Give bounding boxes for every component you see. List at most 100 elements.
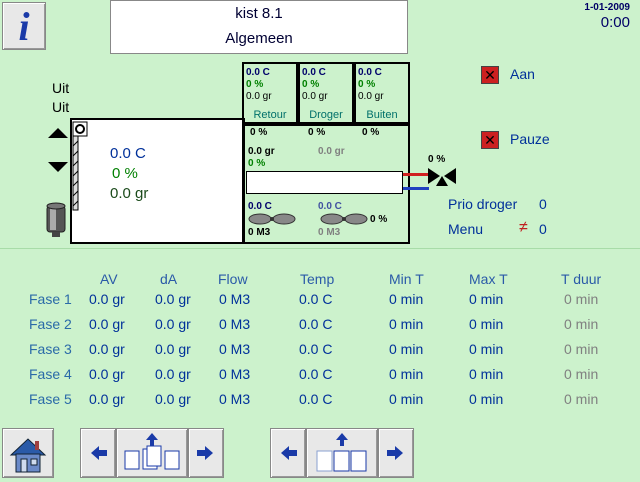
arrow-left-icon bbox=[281, 446, 297, 460]
cell-temp[interactable]: 0.0 C bbox=[299, 341, 333, 357]
cell-da[interactable]: 0.0 gr bbox=[155, 291, 191, 307]
sensor-droger-percent: 0 % bbox=[302, 79, 320, 90]
cell-da[interactable]: 0.0 gr bbox=[155, 341, 191, 357]
prev-page-button[interactable] bbox=[270, 428, 306, 478]
cell-max-t[interactable]: 0 min bbox=[469, 291, 504, 307]
kist-overview-button[interactable] bbox=[116, 428, 188, 478]
heater-element bbox=[246, 171, 403, 194]
page-overview-button[interactable] bbox=[306, 428, 378, 478]
stacked-pages-icon bbox=[124, 433, 180, 470]
cell-da[interactable]: 0.0 gr bbox=[155, 316, 191, 332]
col-header-min-t: Min T bbox=[389, 271, 424, 287]
sensor-retour-temp: 0.0 C bbox=[246, 67, 270, 78]
hot-pipe bbox=[403, 173, 429, 176]
aan-label: Aan bbox=[510, 66, 535, 82]
down-arrow-icon[interactable] bbox=[48, 160, 68, 174]
info-icon: i bbox=[18, 3, 30, 49]
cell-flow[interactable]: 0 M3 bbox=[219, 316, 251, 332]
cold-pipe bbox=[403, 187, 429, 190]
cell-min-t[interactable]: 0 min bbox=[389, 341, 424, 357]
row-label: Fase 3 bbox=[29, 341, 72, 357]
sensor-retour-label: Retour bbox=[253, 109, 287, 121]
cell-min-t[interactable]: 0 min bbox=[389, 366, 424, 382]
sensor-buiten-label: Buiten bbox=[366, 109, 398, 121]
silo-gr: 0.0 gr bbox=[110, 185, 149, 202]
prio-droger-value[interactable]: 0 bbox=[539, 196, 547, 212]
mid-pct-2: 0 % bbox=[308, 127, 326, 138]
cell-av[interactable]: 0.0 gr bbox=[89, 291, 125, 307]
arrow-left-icon bbox=[91, 446, 107, 460]
cell-av[interactable]: 0.0 gr bbox=[89, 341, 125, 357]
silo-box bbox=[70, 118, 245, 244]
cell-temp[interactable]: 0.0 C bbox=[299, 366, 333, 382]
title-line1: kist 8.1 bbox=[235, 5, 283, 22]
home-icon bbox=[9, 438, 47, 473]
up-arrow-icon[interactable] bbox=[48, 126, 68, 140]
cell-da[interactable]: 0.0 gr bbox=[155, 391, 191, 407]
divider bbox=[0, 248, 640, 249]
fan2-m3: 0 M3 bbox=[318, 227, 341, 238]
info-button[interactable]: i bbox=[2, 2, 46, 50]
valve-icon[interactable] bbox=[428, 164, 458, 188]
home-button[interactable] bbox=[2, 428, 54, 478]
cell-flow[interactable]: 0 M3 bbox=[219, 341, 251, 357]
row-label: Fase 5 bbox=[29, 391, 72, 407]
arrow-right-icon bbox=[387, 446, 403, 460]
row-label: Fase 2 bbox=[29, 316, 72, 332]
silo-readouts: 0.0 C 0 % 0.0 gr bbox=[110, 144, 210, 204]
aan-checkbox[interactable]: ✕ bbox=[481, 66, 499, 84]
mid-gr-left: 0.0 gr bbox=[248, 146, 275, 157]
pauze-label: Pauze bbox=[510, 131, 550, 147]
cell-flow[interactable]: 0 M3 bbox=[219, 391, 251, 407]
col-header-temp: Temp bbox=[300, 271, 335, 287]
cell-t-duur: 0 min bbox=[564, 391, 599, 407]
cell-temp[interactable]: 0.0 C bbox=[299, 391, 333, 407]
sensor-droger-temp: 0.0 C bbox=[302, 67, 326, 78]
sensor-buiten-percent: 0 % bbox=[358, 79, 376, 90]
cell-max-t[interactable]: 0 min bbox=[469, 391, 504, 407]
not-equal-icon: ≠ bbox=[519, 219, 528, 236]
next-page-button[interactable] bbox=[378, 428, 414, 478]
sensor-buiten-temp: 0.0 C bbox=[358, 67, 382, 78]
cell-av[interactable]: 0.0 gr bbox=[89, 391, 125, 407]
cell-av[interactable]: 0.0 gr bbox=[89, 366, 125, 382]
fan2-temp: 0.0 C bbox=[318, 201, 342, 212]
next-kist-button[interactable] bbox=[188, 428, 224, 478]
cell-max-t[interactable]: 0 min bbox=[469, 341, 504, 357]
auger-icon bbox=[72, 121, 88, 211]
sensor-retour: 0.0 C 0 % 0.0 gr Retour bbox=[242, 62, 298, 124]
cell-temp[interactable]: 0.0 C bbox=[299, 316, 333, 332]
cell-t-duur: 0 min bbox=[564, 366, 599, 382]
time-readout: 0:00 bbox=[600, 14, 630, 31]
cell-av[interactable]: 0.0 gr bbox=[89, 316, 125, 332]
cell-t-duur: 0 min bbox=[564, 291, 599, 307]
cell-da[interactable]: 0.0 gr bbox=[155, 366, 191, 382]
cell-max-t[interactable]: 0 min bbox=[469, 366, 504, 382]
col-header-flow: Flow bbox=[218, 271, 248, 287]
cell-max-t[interactable]: 0 min bbox=[469, 316, 504, 332]
cell-min-t[interactable]: 0 min bbox=[389, 391, 424, 407]
prev-kist-button[interactable] bbox=[80, 428, 116, 478]
dryer-box bbox=[242, 124, 410, 244]
menu-value[interactable]: 0 bbox=[539, 221, 547, 237]
fan1-m3: 0 M3 bbox=[248, 227, 271, 238]
row-label: Fase 1 bbox=[29, 291, 72, 307]
pauze-checkbox[interactable]: ✕ bbox=[481, 131, 499, 149]
sensor-retour-gr: 0.0 gr bbox=[246, 91, 272, 102]
cell-min-t[interactable]: 0 min bbox=[389, 316, 424, 332]
mid-gr-grey: 0.0 gr bbox=[318, 146, 345, 157]
cell-flow[interactable]: 0 M3 bbox=[219, 366, 251, 382]
page-select-icon bbox=[316, 433, 367, 472]
cell-flow[interactable]: 0 M3 bbox=[219, 291, 251, 307]
col-header-av: AV bbox=[100, 271, 118, 287]
sensor-buiten: 0.0 C 0 % 0.0 gr Buiten bbox=[354, 62, 410, 124]
sensor-buiten-gr: 0.0 gr bbox=[358, 91, 384, 102]
valve-percent: 0 % bbox=[428, 154, 446, 165]
fan-percent: 0 % bbox=[370, 214, 388, 225]
cell-temp[interactable]: 0.0 C bbox=[299, 291, 333, 307]
uit-label-2: Uit bbox=[52, 99, 70, 115]
cell-min-t[interactable]: 0 min bbox=[389, 291, 424, 307]
sensor-droger: 0.0 C 0 % 0.0 gr Droger bbox=[298, 62, 354, 124]
arrow-right-icon bbox=[197, 446, 213, 460]
cell-t-duur: 0 min bbox=[564, 341, 599, 357]
